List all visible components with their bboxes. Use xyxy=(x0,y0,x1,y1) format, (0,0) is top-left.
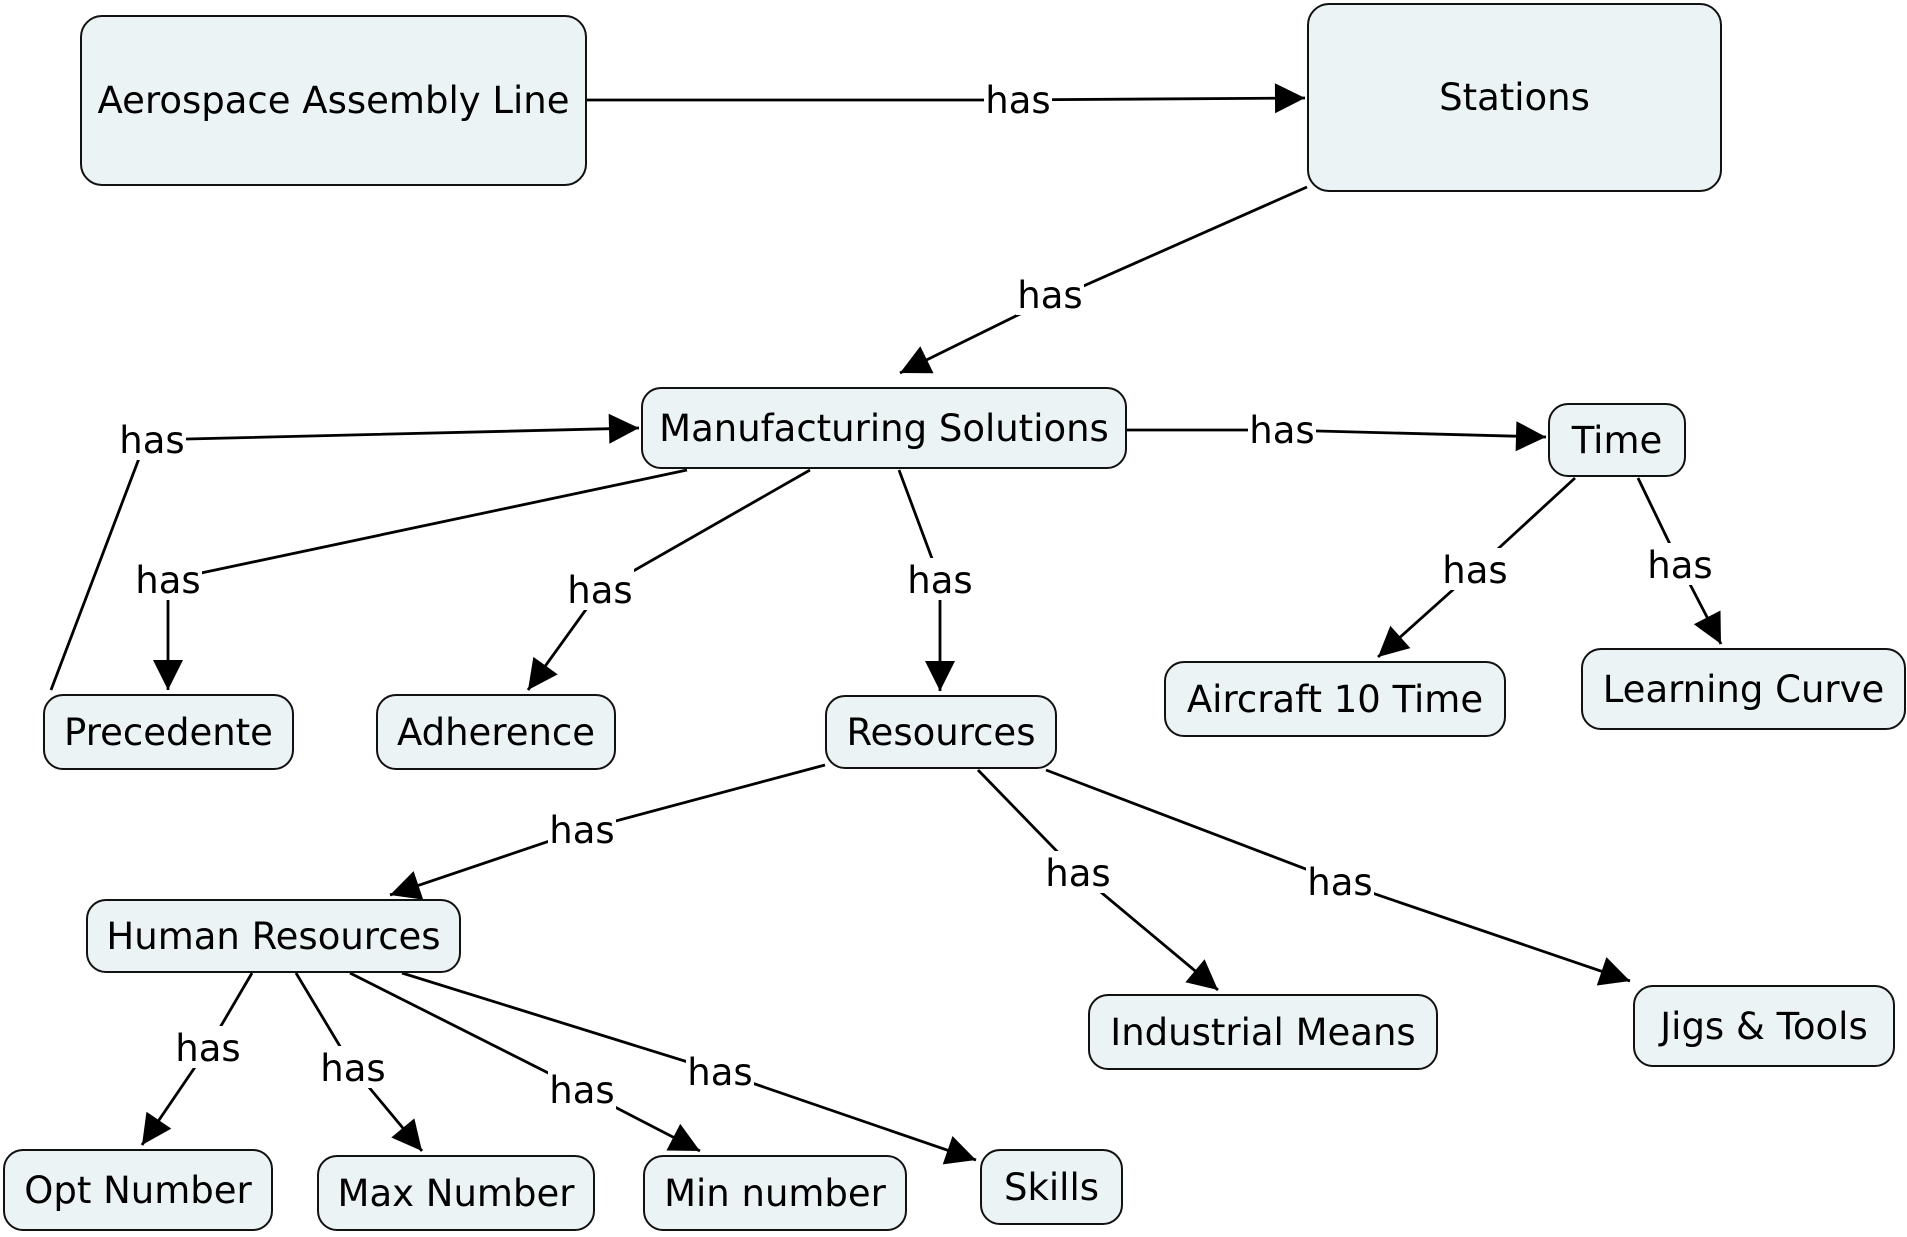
node-human-resources[interactable]: Human Resources xyxy=(86,899,461,973)
edge-line xyxy=(349,971,701,1153)
node-stations[interactable]: Stations xyxy=(1307,3,1722,192)
edge-label-background xyxy=(906,558,974,600)
edge-label: has xyxy=(320,1047,385,1090)
edge-line xyxy=(1127,428,1547,439)
edge-label: has xyxy=(567,569,632,612)
edge-label: has xyxy=(1017,274,1082,317)
node-learning-curve[interactable]: Learning Curve xyxy=(1581,648,1906,730)
edge-label-background xyxy=(1441,548,1509,590)
node-time[interactable]: Time xyxy=(1548,403,1686,477)
edge-precedente-to-manufacturing: has xyxy=(49,413,640,691)
edge-label: has xyxy=(119,419,184,462)
edge-resources-to-human: has xyxy=(389,763,826,900)
arrowhead-icon xyxy=(1378,625,1411,657)
edge-label-background xyxy=(1016,273,1084,315)
edge-label: has xyxy=(1045,852,1110,895)
edge-label: has xyxy=(1442,549,1507,592)
edge-line xyxy=(587,96,1306,102)
edge-aerospace-to-stations: has xyxy=(587,78,1306,122)
node-skills[interactable]: Skills xyxy=(980,1149,1123,1225)
edge-label: has xyxy=(687,1051,752,1094)
arrowhead-icon xyxy=(1596,957,1630,986)
arrowhead-icon xyxy=(1693,610,1721,644)
edge-label-background xyxy=(319,1046,387,1088)
edge-label: has xyxy=(1307,861,1372,904)
edge-human-to-min: has xyxy=(349,971,701,1153)
node-resources[interactable]: Resources xyxy=(825,695,1057,769)
edge-label-background xyxy=(686,1050,754,1092)
node-jigs-and-tools[interactable]: Jigs & Tools xyxy=(1633,985,1895,1067)
edge-time-to-aircraft: has xyxy=(1377,476,1576,659)
edge-manufacturing-to-adherence: has xyxy=(526,468,811,691)
edge-label: has xyxy=(1249,409,1314,452)
edge-manufacturing-to-precedente: has xyxy=(134,468,688,690)
node-precedente[interactable]: Precedente xyxy=(43,694,294,770)
edge-label-background xyxy=(548,808,616,850)
arrowhead-icon xyxy=(142,1111,172,1145)
arrowhead-icon xyxy=(153,660,183,690)
edge-label: has xyxy=(135,559,200,602)
arrowhead-icon xyxy=(608,413,639,444)
edge-label: has xyxy=(549,809,614,852)
node-max-number[interactable]: Max Number xyxy=(317,1155,595,1231)
edge-label-background xyxy=(134,558,202,600)
node-aerospace-assembly-line[interactable]: Aerospace Assembly Line xyxy=(80,15,587,186)
node-opt-number[interactable]: Opt Number xyxy=(3,1149,273,1231)
node-adherence[interactable]: Adherence xyxy=(376,694,616,770)
edge-human-to-opt: has xyxy=(140,972,254,1146)
edge-label-background xyxy=(1306,860,1374,902)
node-min-number[interactable]: Min number xyxy=(643,1155,907,1231)
edge-label: has xyxy=(907,559,972,602)
node-manufacturing-solutions[interactable]: Manufacturing Solutions xyxy=(641,387,1127,469)
arrowhead-icon xyxy=(528,656,558,690)
arrowhead-icon xyxy=(391,1118,422,1151)
edge-label-background xyxy=(1646,543,1714,585)
edge-label: has xyxy=(175,1027,240,1070)
edge-label-background xyxy=(1248,408,1316,450)
edge-resources-to-industrial: has xyxy=(976,769,1219,992)
edge-stations-to-manufacturing: has xyxy=(899,185,1308,375)
arrowhead-icon xyxy=(925,661,955,691)
arrowhead-icon xyxy=(900,346,934,374)
node-aircraft-10-time[interactable]: Aircraft 10 Time xyxy=(1164,661,1506,737)
edge-label-background xyxy=(566,568,634,610)
edge-line xyxy=(899,185,1308,375)
edge-human-to-skills: has xyxy=(401,971,977,1165)
edge-human-to-max: has xyxy=(294,972,424,1152)
arrowhead-icon xyxy=(1274,83,1305,114)
edge-manufacturing-to-time: has xyxy=(1127,408,1547,452)
edge-time-to-learning: has xyxy=(1636,477,1723,645)
edge-label-background xyxy=(174,1026,242,1068)
edge-label: has xyxy=(549,1069,614,1112)
arrowhead-icon xyxy=(1515,421,1546,452)
edge-label-background xyxy=(118,418,186,460)
edge-label-background xyxy=(1044,851,1112,893)
arrowhead-icon xyxy=(942,1136,976,1165)
edge-label-background xyxy=(984,78,1052,120)
arrowhead-icon xyxy=(1185,959,1218,990)
edge-manufacturing-to-resources: has xyxy=(897,469,974,691)
arrowhead-icon xyxy=(390,871,424,900)
arrowhead-icon xyxy=(666,1123,700,1151)
edge-label: has xyxy=(1647,544,1712,587)
edge-label-background xyxy=(548,1068,616,1110)
node-industrial-means[interactable]: Industrial Means xyxy=(1088,994,1438,1070)
edge-label: has xyxy=(985,79,1050,122)
edge-resources-to-jigs: has xyxy=(1045,768,1631,986)
